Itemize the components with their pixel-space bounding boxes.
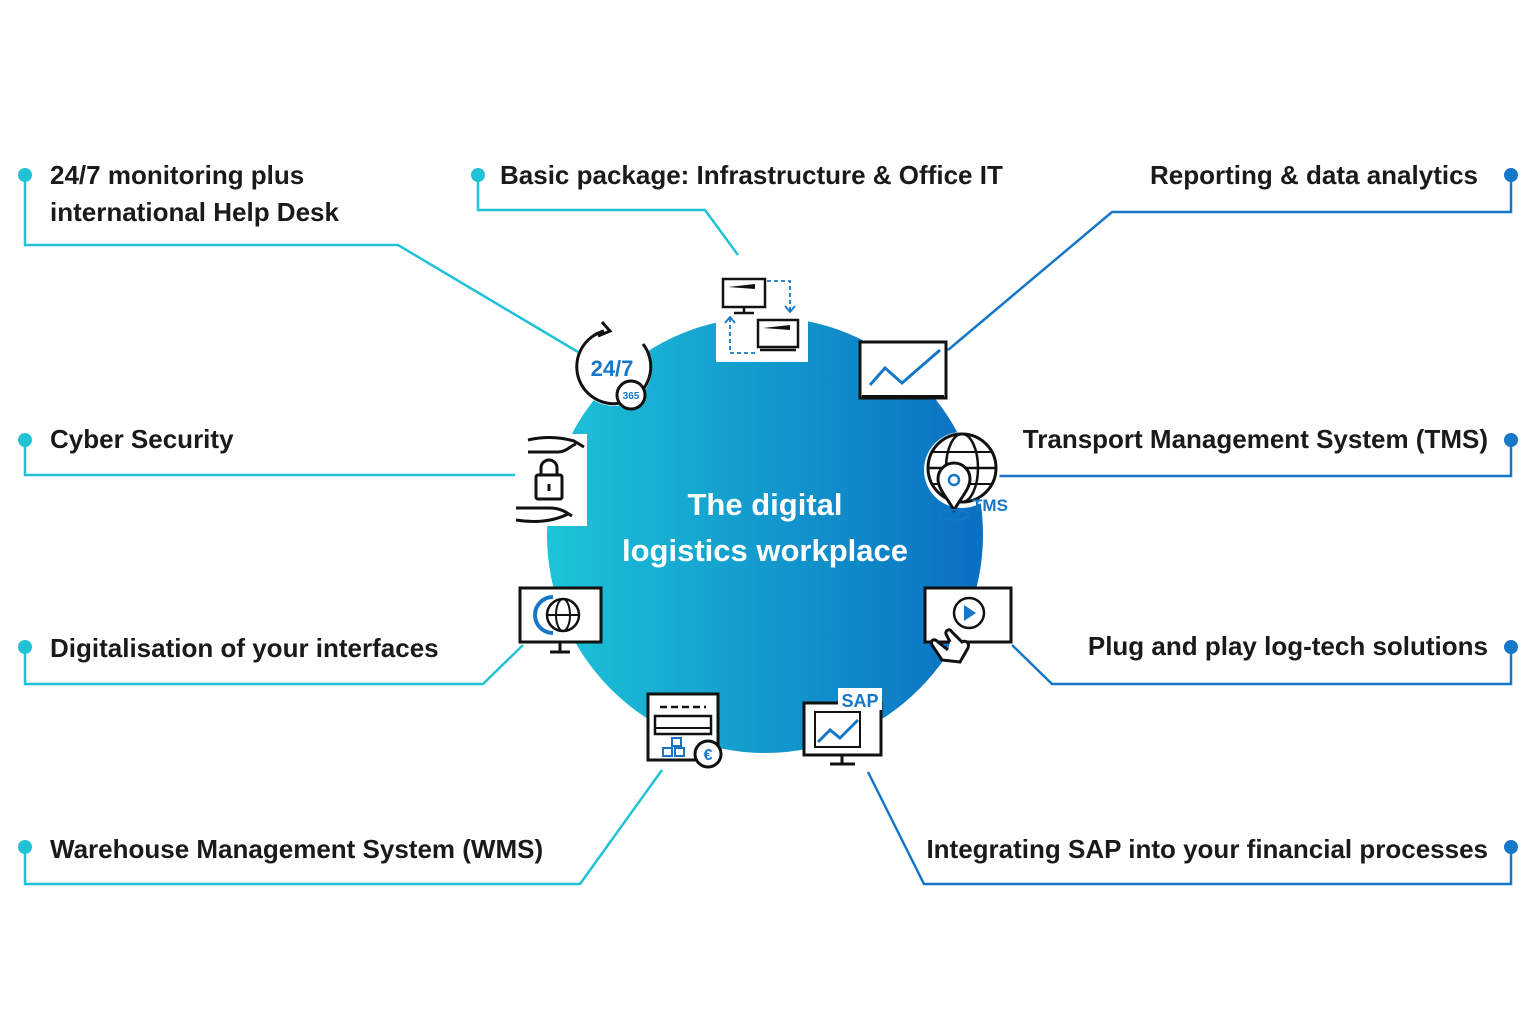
dot-plug-and-play	[1504, 640, 1518, 654]
dot-reporting	[1504, 168, 1518, 182]
label-monitoring-line2: international Help Desk	[50, 197, 339, 227]
dot-tms	[1504, 433, 1518, 447]
sap-monitor-icon: SAP	[802, 688, 883, 766]
connector-wms	[23, 769, 664, 886]
connectors-left	[23, 175, 740, 886]
globe-pin-tms-icon: TMS	[924, 432, 1008, 521]
label-tms: Transport Management System (TMS)	[1022, 424, 1488, 454]
connector-dots-left	[18, 168, 485, 854]
connector-dots-right	[1504, 168, 1518, 854]
monitor-globe-icon	[518, 586, 603, 654]
label-cyber-security: Cyber Security	[50, 424, 234, 454]
sap-icon-text: SAP	[841, 691, 878, 711]
center-title-line2: logistics workplace	[622, 533, 908, 568]
center-title-line1: The digital	[687, 487, 843, 522]
connector-reporting	[947, 175, 1513, 351]
analytics-chart-icon	[858, 340, 948, 400]
connector-cyber-security	[23, 440, 515, 477]
badge-365-text: 365	[623, 391, 640, 402]
center-title: The digital logistics workplace	[600, 482, 930, 574]
euro-icon-text: €	[704, 747, 713, 764]
connectors-right	[866, 175, 1513, 886]
hands-lock-icon	[515, 434, 587, 526]
label-monitoring: 24/7 monitoring plus international Help …	[50, 157, 339, 231]
clock-247-icon: 24/7 365	[575, 321, 653, 411]
label-monitoring-line1: 24/7 monitoring plus	[50, 160, 305, 190]
monitors-icon	[716, 272, 808, 362]
dot-monitoring	[18, 168, 32, 182]
connector-tms	[968, 440, 1513, 478]
tms-icon-text: TMS	[972, 496, 1008, 515]
connector-basic-package	[476, 175, 740, 256]
center-circle	[547, 317, 983, 753]
connector-monitoring	[23, 175, 579, 354]
connector-digitalisation	[23, 644, 524, 686]
warehouse-euro-icon: €	[646, 692, 723, 769]
badge-247-text: 24/7	[591, 356, 634, 381]
label-sap-integration: Integrating SAP into your financial proc…	[926, 834, 1488, 864]
dot-sap	[1504, 840, 1518, 854]
connector-sap	[866, 771, 1513, 886]
play-touch-icon	[923, 586, 1013, 664]
dot-wms	[18, 840, 32, 854]
label-digitalisation: Digitalisation of your interfaces	[50, 633, 439, 663]
label-wms: Warehouse Management System (WMS)	[50, 834, 544, 864]
dot-cyber-security	[18, 433, 32, 447]
dot-digitalisation	[18, 640, 32, 654]
dot-basic-package	[471, 168, 485, 182]
label-plug-and-play: Plug and play log-tech solutions	[1087, 631, 1488, 661]
label-basic-package: Basic package: Infrastructure & Office I…	[500, 160, 1003, 190]
connector-plug-and-play	[1011, 644, 1513, 686]
label-reporting: Reporting & data analytics	[1150, 160, 1478, 190]
